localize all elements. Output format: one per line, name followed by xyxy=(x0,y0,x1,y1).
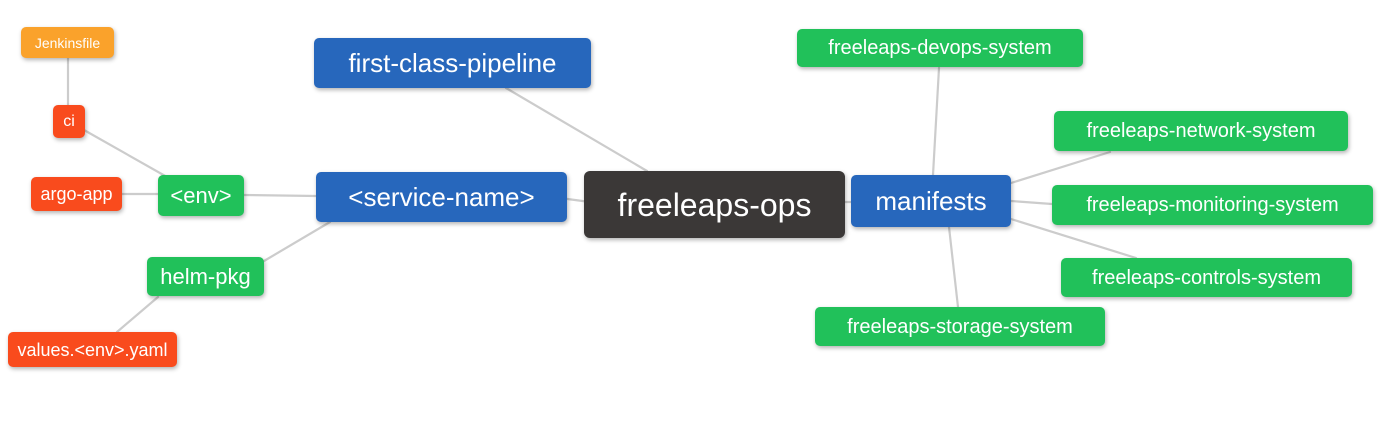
edge-manifests-storage xyxy=(947,225,960,309)
node-argo-app[interactable]: argo-app xyxy=(31,177,122,211)
edge-values-helmpkg xyxy=(115,295,160,334)
edge-pipeline-root xyxy=(504,86,649,173)
node-freeleaps-monitoring-system[interactable]: freeleaps-monitoring-system xyxy=(1052,185,1373,225)
node-freeleaps-network-system[interactable]: freeleaps-network-system xyxy=(1054,111,1348,151)
node-freeleaps-ops-root[interactable]: freeleaps-ops xyxy=(584,171,845,238)
node-ci[interactable]: ci xyxy=(53,105,85,138)
edge-ci-env xyxy=(82,128,169,179)
node-jenkinsfile[interactable]: Jenkinsfile xyxy=(21,27,114,58)
edge-env-servicename xyxy=(242,193,318,198)
node-values-env-yaml[interactable]: values.<env>.yaml xyxy=(8,332,177,367)
node-env[interactable]: <env> xyxy=(158,175,244,216)
node-freeleaps-storage-system[interactable]: freeleaps-storage-system xyxy=(815,307,1105,346)
edge-manifests-devops xyxy=(931,66,941,177)
node-service-name[interactable]: <service-name> xyxy=(316,172,567,222)
node-first-class-pipeline[interactable]: first-class-pipeline xyxy=(314,38,591,88)
node-freeleaps-devops-system[interactable]: freeleaps-devops-system xyxy=(797,29,1083,67)
node-manifests[interactable]: manifests xyxy=(851,175,1011,227)
edge-manifests-controls xyxy=(1009,217,1138,260)
edge-manifests-monitoring xyxy=(1009,199,1054,206)
node-freeleaps-controls-system[interactable]: freeleaps-controls-system xyxy=(1061,258,1352,297)
edge-manifests-network xyxy=(1009,150,1112,185)
edge-helmpkg-servicename xyxy=(262,220,332,263)
node-helm-pkg[interactable]: helm-pkg xyxy=(147,257,264,296)
